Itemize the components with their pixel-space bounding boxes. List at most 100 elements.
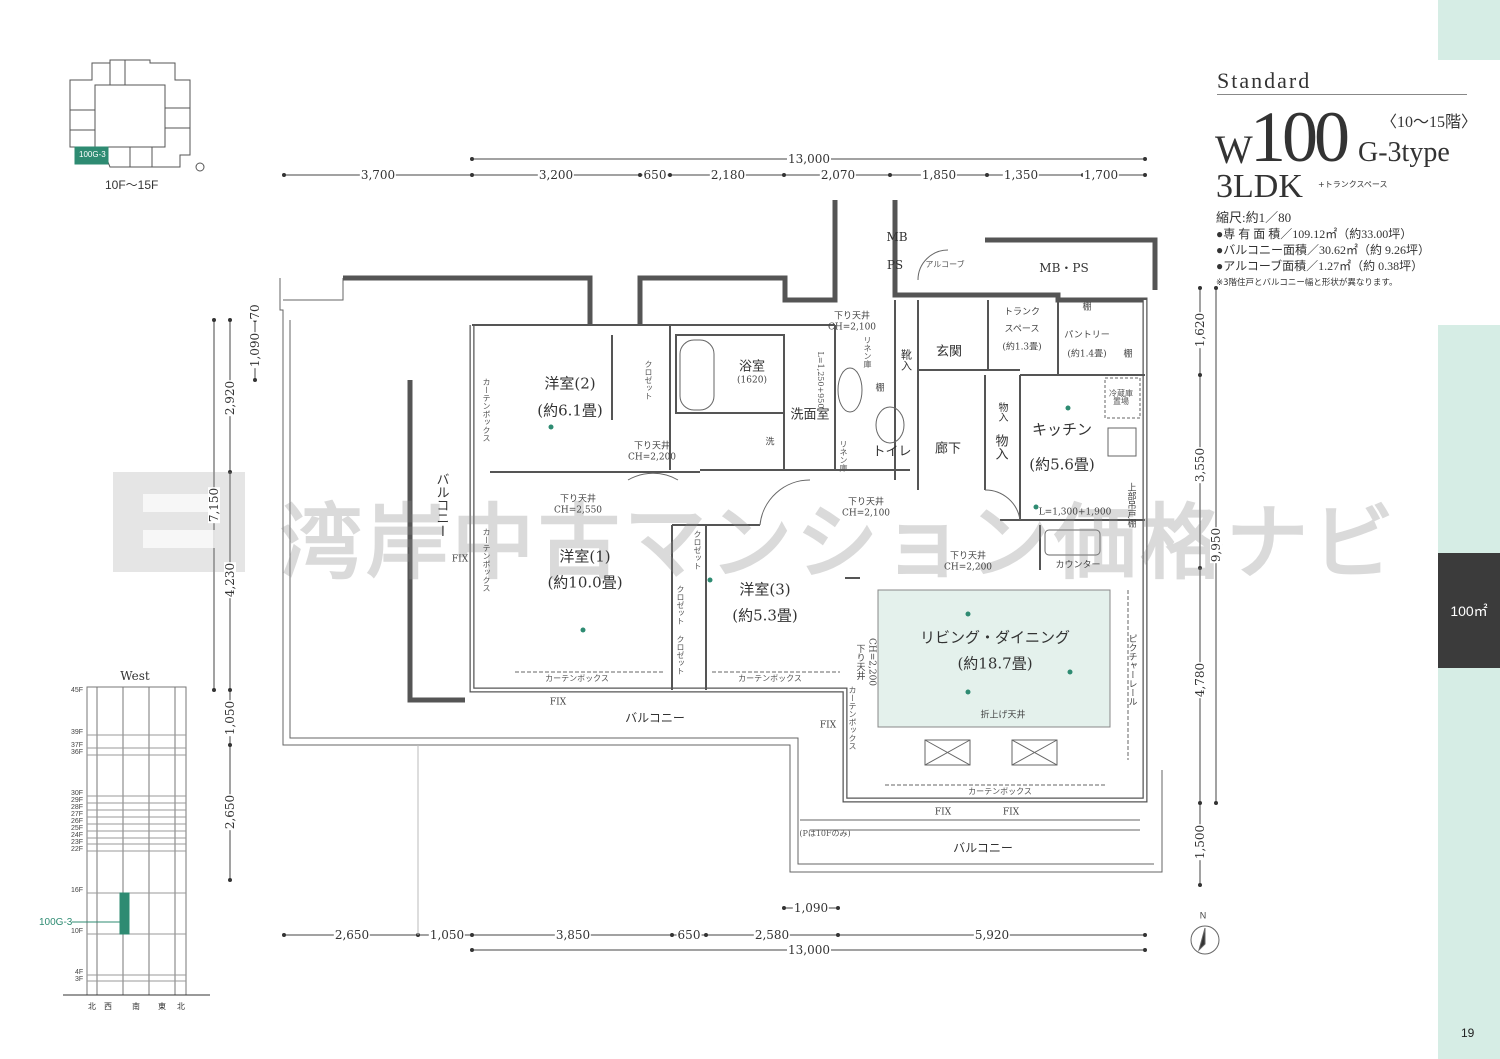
room-size: (約10.0畳): [547, 573, 623, 592]
fridge-space: [1104, 377, 1141, 419]
mb-ps-label: MB・PS: [1039, 261, 1089, 275]
closet-label: クロゼット: [676, 585, 685, 625]
curtain-box-label: カーテンボックス: [848, 686, 857, 750]
floor-label: 45F: [71, 687, 84, 694]
floor-label: 29F: [71, 797, 84, 804]
drop-ceiling-label: 下り天井: [633, 441, 671, 452]
dim-label: 3,200: [537, 168, 575, 182]
dim-label: 3,550: [1193, 446, 1207, 484]
balcony-ldk-label: バルコニー: [953, 841, 1013, 855]
lighting-points: [548, 405, 1073, 695]
layout-type: 3LDK: [1216, 168, 1303, 205]
area-note: ※3階住戸とバルコニー幅と形状が異なります。: [1216, 278, 1398, 288]
curtain-box-label: カーテンボックス: [482, 378, 491, 442]
area-item: ●バルコニー面積／30.62㎡（約 9.26坪）: [1216, 242, 1430, 258]
fix-window-label: FIX: [934, 807, 952, 818]
ceiling-height: CH=2,200: [627, 452, 677, 463]
room-bath: 浴室: [738, 359, 766, 375]
curtain-box-label: カーテンボックス: [968, 787, 1032, 796]
coffered-ceiling: [877, 589, 1111, 728]
area-label: ●バルコニー面積／: [1216, 243, 1320, 257]
fixtures: [515, 249, 1220, 955]
side-strip: [1438, 325, 1500, 1059]
dim-label: 2,070: [819, 168, 857, 182]
key-plan-unit-label: 100G-3: [79, 150, 106, 159]
dim-label: 1,850: [920, 168, 958, 182]
direction-label: 南: [132, 1002, 140, 1011]
washstand-length: L=1,250+950: [816, 351, 825, 409]
scale-label: 縮尺:約1／80: [1216, 210, 1292, 225]
key-plan-floors: 10F〜15F: [105, 178, 159, 192]
shelf-label: 棚: [1082, 302, 1092, 313]
dim-label: 1,620: [1193, 311, 1207, 349]
direction-label: 北: [177, 1002, 185, 1011]
direction-label: 北: [88, 1002, 96, 1011]
dim-label: 650: [676, 928, 702, 942]
parking-note: (Pは10Fのみ): [799, 829, 851, 838]
floor-label: 16F: [71, 887, 84, 894]
north-label: N: [1199, 910, 1207, 921]
area-item: ●アルコーブ面積／1.27㎡（約 0.38坪）: [1216, 258, 1430, 274]
room-western2: 洋室(2): [544, 374, 596, 393]
dim-label: 70: [248, 303, 262, 321]
dim-label: 5,920: [973, 928, 1011, 942]
dim-label: 3,700: [359, 168, 397, 182]
floor-label: 10F: [71, 928, 84, 935]
size-index-tab[interactable]: 100㎡: [1438, 553, 1500, 668]
layout-extra: +トランクスペース: [1318, 180, 1388, 189]
elevation-diagram: [63, 686, 210, 996]
side-strip-top: [1438, 0, 1500, 60]
balcony-west-label: バルコニー: [433, 472, 449, 538]
ceiling-height: CH=2,200: [943, 562, 993, 573]
ceiling-height: CH=2,550: [553, 505, 603, 516]
ceiling-height: CH=2,200: [866, 637, 877, 687]
trunk-space-label: スペース: [1004, 324, 1040, 335]
area-value: 1.27㎡（約 0.38坪）: [1318, 259, 1424, 273]
curtain-box-label: カーテンボックス: [545, 674, 609, 683]
floor-label: 4F: [75, 969, 84, 976]
dim-label: 1,700: [1082, 168, 1120, 182]
fridge-space-label: 冷蔵庫置場: [1109, 389, 1133, 406]
room-size: (約1.4畳): [1067, 349, 1107, 360]
dim-label: 1,090: [248, 331, 262, 369]
watermark-text: 湾岸中古マンション価格ナビ: [280, 496, 1399, 591]
toilet-bowl: [875, 406, 905, 444]
key-plan: [69, 59, 205, 172]
room-size: (約18.7畳): [957, 654, 1033, 673]
type-size: 100: [1250, 97, 1350, 177]
room-hall: 廊下: [934, 441, 962, 457]
ceiling-height: CH=2,100: [827, 322, 877, 333]
area-list: ●専 有 面 積／109.12㎡（約33.00坪） ●バルコニー面積／30.62…: [1216, 226, 1430, 274]
room-toilet: トイレ: [872, 444, 912, 460]
floor-label: 24F: [71, 832, 84, 839]
key-plan-unit-highlight: [74, 146, 109, 165]
fix-window-label: FIX: [819, 720, 837, 731]
shelf-label: 棚: [875, 383, 885, 394]
room-washroom: 洗面室: [790, 407, 830, 423]
floor-label: 37F: [71, 742, 84, 749]
type-code: G-3type: [1358, 137, 1450, 168]
floor-label: 25F: [71, 825, 84, 832]
linen-closet-label: リネン庫: [839, 440, 848, 472]
storage-small: 物入: [996, 402, 1007, 422]
dim-label: 2,180: [709, 168, 747, 182]
drop-ceiling-label: 下り天井: [949, 551, 987, 562]
fix-window-label: FIX: [1002, 807, 1020, 818]
dim-label: 1,090: [792, 901, 830, 915]
ceiling-height: CH=2,100: [841, 508, 891, 519]
floor-label: 39F: [71, 729, 84, 736]
room-size: (1620): [737, 375, 767, 386]
upper-cabinet-label: 上部吊戸棚: [1125, 482, 1136, 528]
ps-label: PS: [886, 258, 904, 272]
bathtub: [679, 339, 715, 411]
room-pantry: パントリー: [1064, 330, 1110, 341]
dim-label: 2,580: [753, 928, 791, 942]
dim-label: 2,920: [223, 379, 237, 417]
picture-rail-label: ピクチャーレール: [1126, 634, 1137, 706]
washer-space: 洗: [765, 437, 775, 448]
fix-window-label: FIX: [549, 697, 567, 708]
curtain-box-label: カーテンボックス: [482, 528, 491, 592]
dim-label: 4,780: [1193, 661, 1207, 699]
cooktop: [1107, 427, 1137, 457]
dim-label: 1,050: [223, 699, 237, 737]
